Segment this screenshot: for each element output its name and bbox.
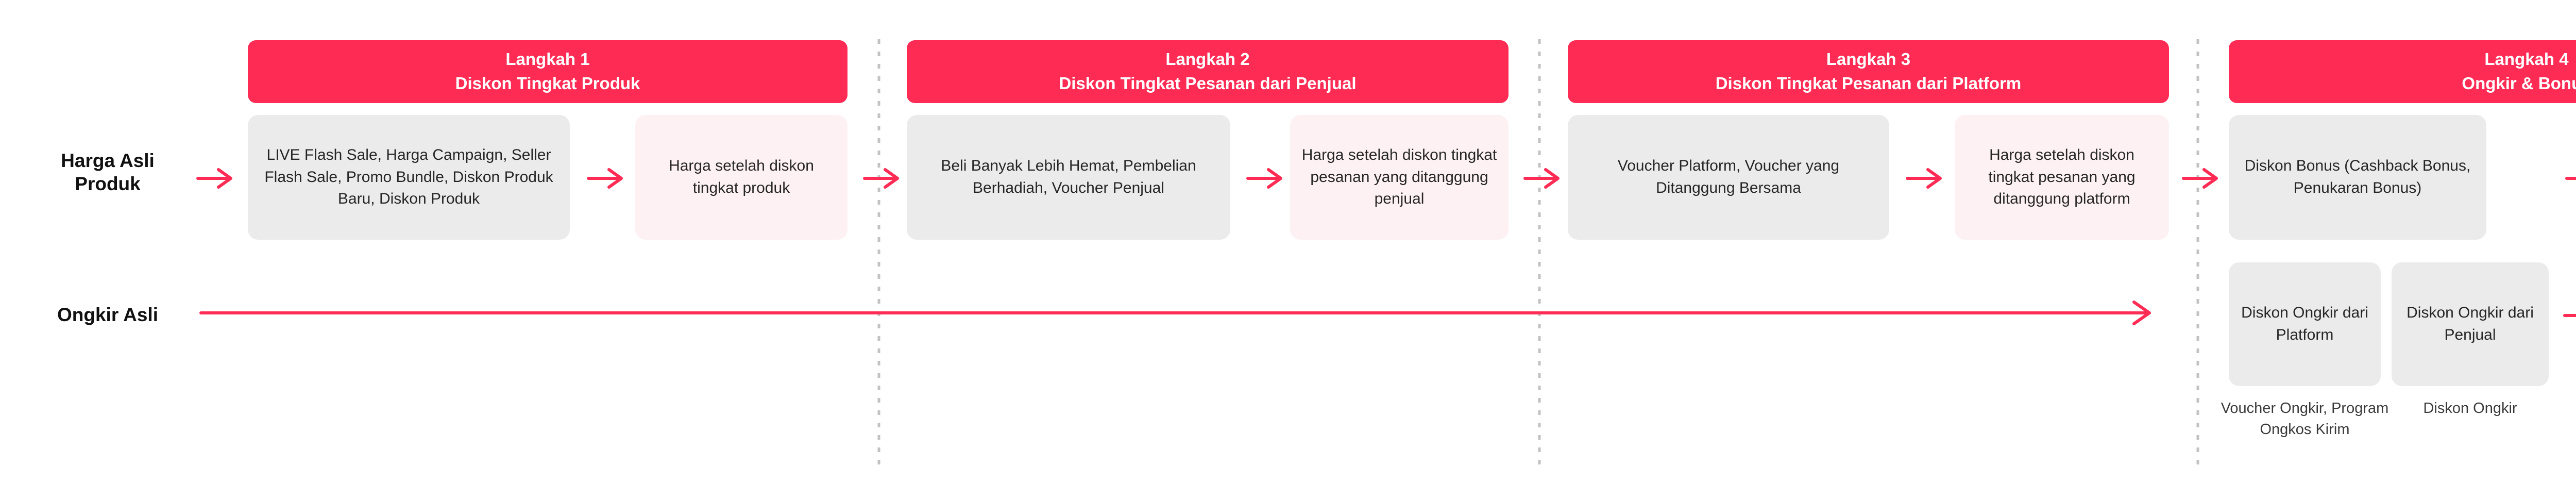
step3-source-box: Voucher Platform, Voucher yang Ditanggun… xyxy=(1568,115,1889,240)
step1-title: Langkah 1 xyxy=(505,49,590,69)
step2-result-box: Harga setelah diskon tingkat pesanan yan… xyxy=(1290,115,1509,240)
harga-asli-produk-label: Harga Asli Produk xyxy=(61,150,155,195)
step1-subtitle: Diskon Tingkat Produk xyxy=(455,74,640,93)
shipping-platform-caption: Voucher Ongkir, Program Ongkos Kirim xyxy=(2221,400,2389,438)
arrow-step3-source-to-result xyxy=(1906,168,1942,189)
step2-title: Langkah 2 xyxy=(1165,49,1250,69)
ongkir-asli-label: Ongkir Asli xyxy=(57,304,158,325)
step3-result-box: Harga setelah diskon tingkat pesanan yan… xyxy=(1955,115,2169,240)
step4-title: Langkah 4 xyxy=(2484,49,2569,69)
step2-source-box: Beli Banyak Lebih Hemat, Pembelian Berha… xyxy=(907,115,1230,240)
arrow-step1-to-step2 xyxy=(863,168,899,189)
ongkir-asli-flow-line xyxy=(199,301,2151,325)
step1-result-box: Harga setelah diskon tingkat produk xyxy=(635,115,848,240)
step4-source-box: Diskon Bonus (Cashback Bonus, Penukaran … xyxy=(2229,115,2486,240)
arrow-shipping-to-result xyxy=(2563,314,2576,317)
step4-subtitle: Ongkir & Bonus xyxy=(2462,74,2576,93)
step4-header: Langkah 4 Ongkir & Bonus xyxy=(2229,40,2576,103)
step1-source-box: LIVE Flash Sale, Harga Campaign, Seller … xyxy=(248,115,570,240)
shipping-seller-discount-box: Diskon Ongkir dari Penjual xyxy=(2392,262,2549,386)
arrow-label-to-step1 xyxy=(196,168,232,189)
step3-header: Langkah 3 Diskon Tingkat Pesanan dari Pl… xyxy=(1568,40,2169,103)
arrow-step1-source-to-result xyxy=(587,168,623,189)
step1-header: Langkah 1 Diskon Tingkat Produk xyxy=(248,40,848,103)
arrow-step2-source-to-result xyxy=(1246,168,1282,189)
shipping-platform-discount-box: Diskon Ongkir dari Platform xyxy=(2229,262,2381,386)
step2-header: Langkah 2 Diskon Tingkat Pesanan dari Pe… xyxy=(907,40,1509,103)
arrow-step4-source-to-result xyxy=(2565,177,2576,180)
step3-title: Langkah 3 xyxy=(1826,49,1911,69)
arrow-step3-to-step4 xyxy=(2182,168,2218,189)
step3-subtitle: Diskon Tingkat Pesanan dari Platform xyxy=(1715,74,2022,93)
arrow-step2-to-step3 xyxy=(1523,168,1560,189)
shipping-seller-caption: Diskon Ongkir xyxy=(2423,400,2517,417)
step2-subtitle: Diskon Tingkat Pesanan dari Penjual xyxy=(1059,74,1357,93)
